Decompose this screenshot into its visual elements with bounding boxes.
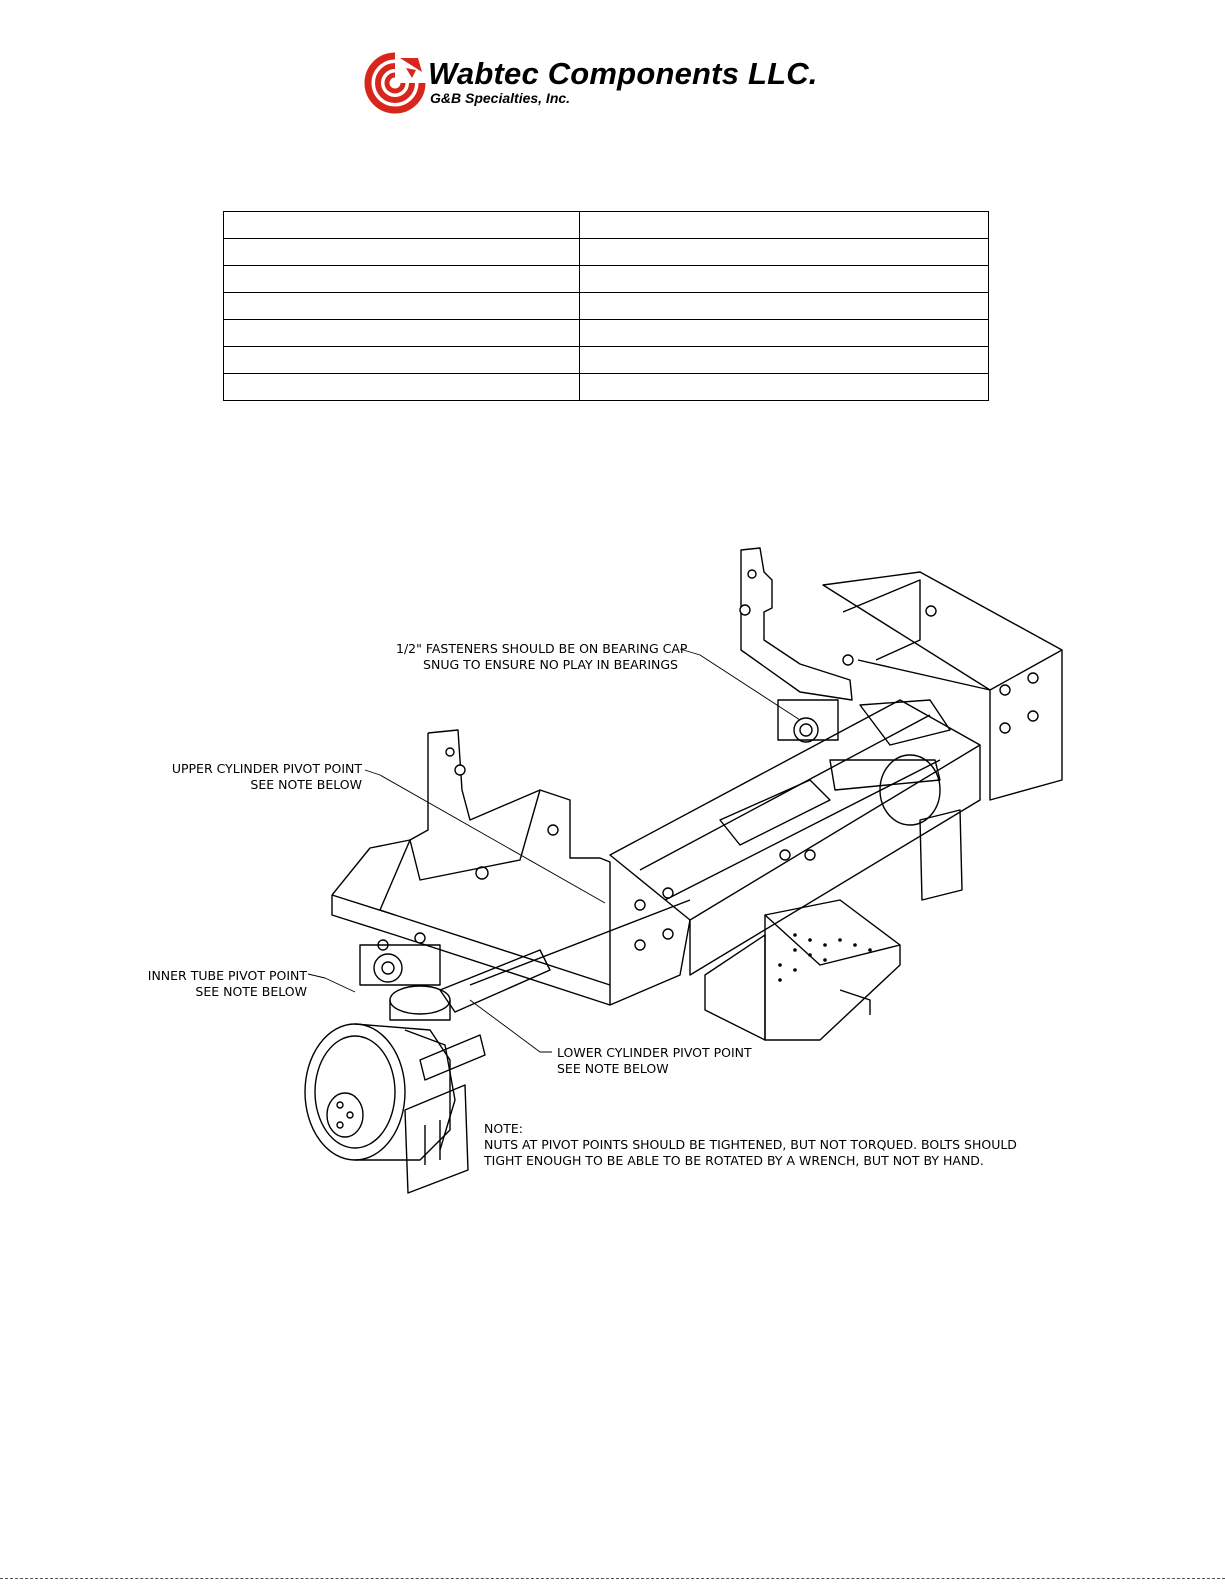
lower-cylinder-callout: LOWER CYLINDER PIVOT POINT SEE NOTE BELO… — [557, 1045, 752, 1077]
table-cell — [579, 211, 989, 239]
callout-line: INNER TUBE PIVOT POINT — [147, 968, 307, 983]
company-name: Wabtec Components LLC. — [428, 56, 818, 91]
table-cell — [579, 265, 989, 293]
callout-line: SEE NOTE BELOW — [557, 1061, 669, 1076]
company-subtitle: G&B Specialties, Inc. — [430, 90, 571, 106]
table-cell — [223, 238, 580, 266]
info-table — [223, 211, 989, 401]
wabtec-logo-icon — [364, 52, 426, 114]
table-cell — [223, 265, 580, 293]
table-row — [223, 265, 989, 293]
note-line: TIGHT ENOUGH TO BE ABLE TO BE ROTATED BY… — [484, 1153, 984, 1168]
table-row — [223, 319, 989, 347]
table-cell — [579, 319, 989, 347]
table-cell — [223, 211, 580, 239]
table-cell — [579, 292, 989, 320]
undercarriage-assembly-drawing — [304, 547, 1063, 1194]
callout-line: LOWER CYLINDER PIVOT POINT — [557, 1045, 752, 1060]
table-row — [223, 211, 989, 239]
callout-line: SEE NOTE BELOW — [195, 984, 307, 999]
callout-line: SNUG TO ENSURE NO PLAY IN BEARINGS — [423, 657, 678, 672]
table-row — [223, 346, 989, 374]
note-line: NUTS AT PIVOT POINTS SHOULD BE TIGHTENED… — [484, 1137, 1017, 1152]
upper-cylinder-callout: UPPER CYLINDER PIVOT POINT SEE NOTE BELO… — [160, 761, 362, 793]
inner-tube-callout: INNER TUBE PIVOT POINT SEE NOTE BELOW — [140, 968, 307, 1000]
pivot-note: NOTE: NUTS AT PIVOT POINTS SHOULD BE TIG… — [484, 1121, 1017, 1169]
table-cell — [579, 346, 989, 374]
table-cell — [223, 319, 580, 347]
page-bottom-rule — [0, 1578, 1225, 1579]
note-heading: NOTE: — [484, 1121, 523, 1136]
callout-line: SEE NOTE BELOW — [250, 777, 362, 792]
callout-line: UPPER CYLINDER PIVOT POINT — [171, 761, 362, 776]
table-row — [223, 373, 989, 401]
bearing-cap-callout: 1/2" FASTENERS SHOULD BE ON BEARING CAP … — [396, 641, 688, 673]
table-cell — [223, 346, 580, 374]
table-row — [223, 292, 989, 320]
table-row — [223, 238, 989, 266]
callout-line: 1/2" FASTENERS SHOULD BE ON BEARING CAP — [396, 641, 688, 656]
table-cell — [223, 292, 580, 320]
company-header: Wabtec Components LLC. G&B Specialties, … — [362, 52, 882, 116]
table-cell — [223, 373, 580, 401]
table-cell — [579, 373, 989, 401]
table-cell — [579, 238, 989, 266]
